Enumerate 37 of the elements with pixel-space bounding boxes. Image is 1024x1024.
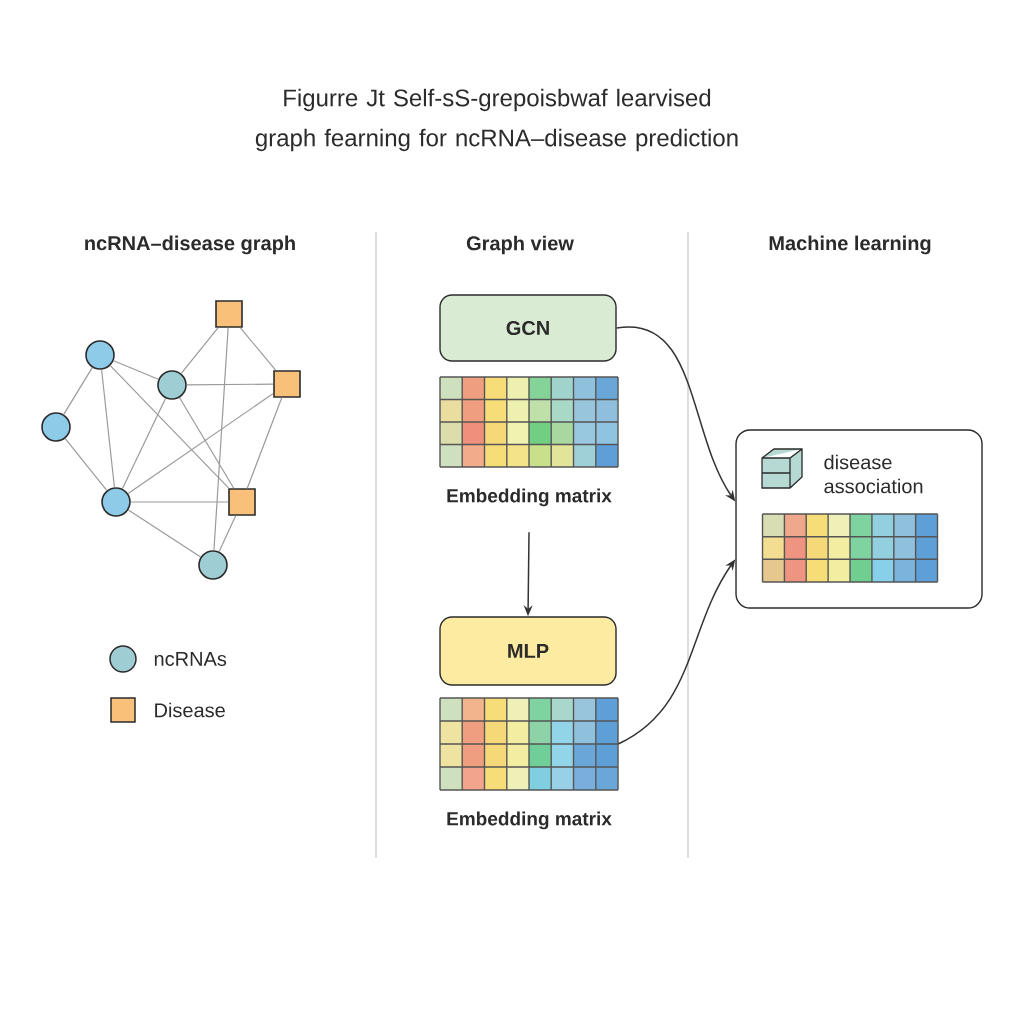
ncrna-circle	[101, 487, 131, 517]
graph-edge	[239, 327, 277, 371]
graph-edge	[121, 397, 167, 490]
title: Figurre Jt Self-sS-grepoisbwaf learvised graph fearning for ncRNA–disease prediction	[255, 88, 738, 152]
process-box: MLP	[439, 616, 617, 686]
graph-edge	[63, 367, 93, 415]
matrix-caption: Embedding matrix	[447, 811, 612, 830]
graph-edge	[127, 392, 274, 495]
ncrna-circle	[41, 412, 71, 442]
process-box: GCN	[439, 294, 617, 362]
column-heading: ncRNA–disease graph	[85, 235, 295, 255]
matrix-caption: Embedding matrix	[447, 488, 612, 507]
legend-label: Disease	[155, 702, 225, 718]
column-heading: Machine learning	[769, 235, 931, 255]
column-heading: Graph view	[466, 235, 574, 255]
legend-label: ncRNAs	[154, 652, 227, 666]
graph-edge	[186, 383, 274, 386]
graph-edge	[127, 509, 202, 558]
graph-edge	[130, 501, 229, 503]
graph-edge	[113, 360, 159, 380]
embedding-matrix	[761, 513, 939, 583]
graph-edge	[246, 397, 283, 489]
graph-edge	[179, 397, 235, 489]
graph-edge	[101, 369, 115, 488]
ncrna-circle	[198, 550, 228, 580]
ncrna-circle	[157, 370, 187, 400]
graph-edge	[109, 365, 230, 489]
graph-edge	[213, 327, 229, 551]
ncrna-circle	[85, 340, 115, 370]
disease-square	[273, 370, 301, 398]
graph-edge	[180, 327, 219, 375]
disease-square	[228, 488, 256, 516]
disease-square	[215, 300, 243, 328]
embedding-matrix	[439, 376, 619, 468]
graph-edge	[64, 437, 108, 492]
graph-edge	[218, 515, 237, 553]
embedding-matrix	[439, 697, 619, 791]
